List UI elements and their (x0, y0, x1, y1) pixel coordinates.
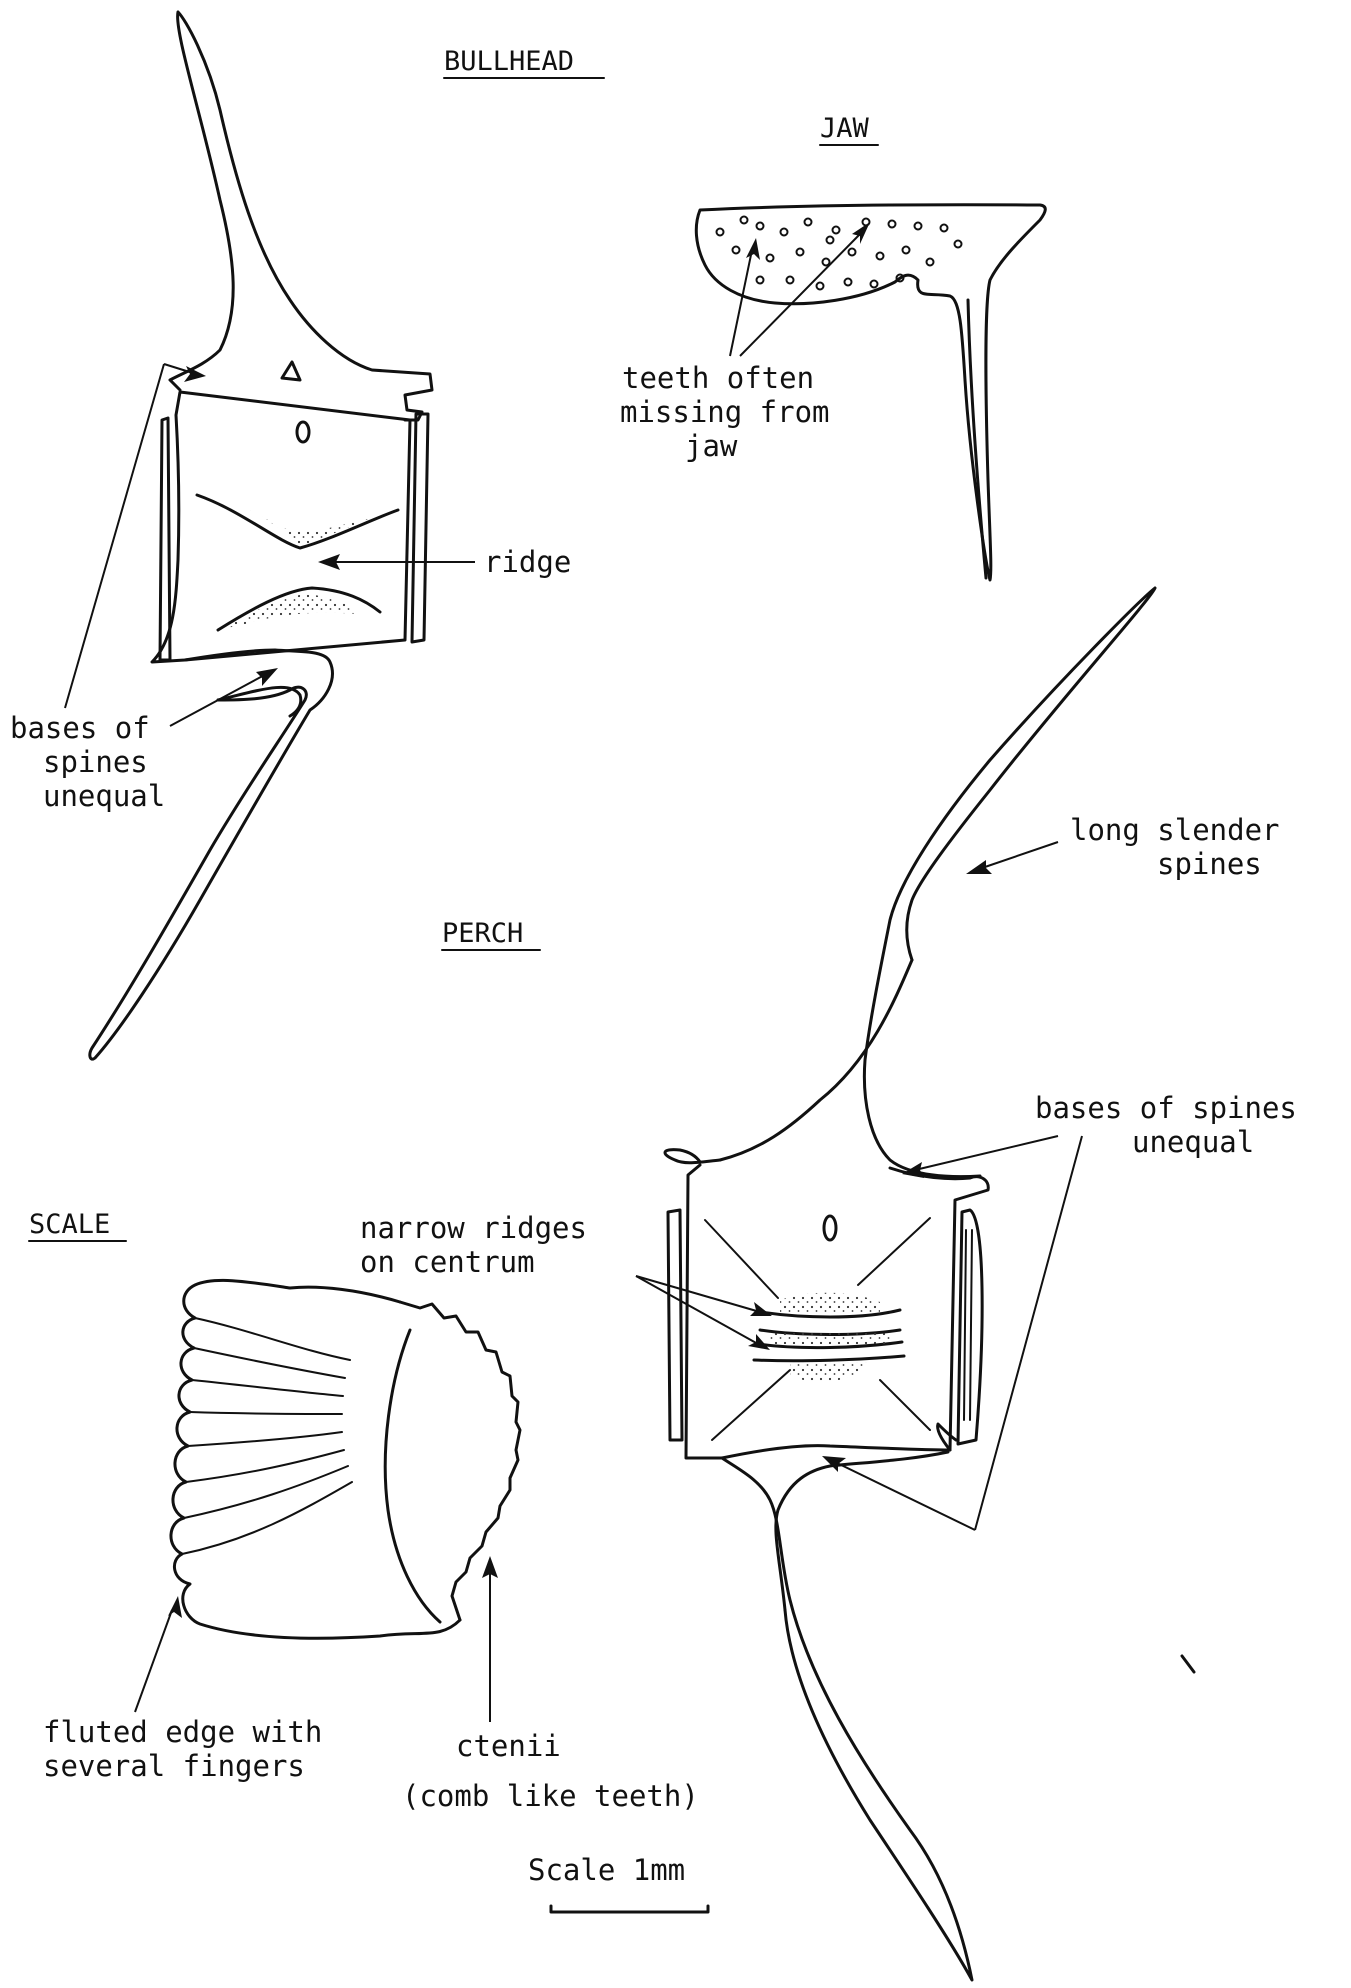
jaw-teeth-arrow-1-head (746, 238, 760, 260)
perch-foramen (824, 1216, 836, 1240)
long-spines-arrow-head (966, 860, 992, 874)
scale-drawing (171, 1280, 520, 1638)
perch-left-plate (668, 1210, 682, 1440)
perch-bases-arrow-lower-line2 (835, 1462, 975, 1530)
label-comb-teeth: (comb like teeth) (402, 1779, 699, 1813)
bullhead-stipple-lower (226, 594, 360, 628)
label-long-spines-1: long slender (1070, 813, 1280, 847)
heading-bullhead: BULLHEAD (444, 46, 574, 77)
label-jaw-teeth-3: jaw (685, 429, 738, 463)
perch-stipple-center (770, 1332, 890, 1344)
label-scale-bar: Scale 1mm (528, 1853, 685, 1887)
fluted-edge-arrow-line (135, 1610, 172, 1712)
bullhead-neural-spine (170, 12, 432, 420)
scale-ctenii-edge (400, 1302, 520, 1620)
perch-neural-stub (720, 960, 912, 1160)
perch-vertebra (665, 588, 1155, 1980)
scale-finger-lines (182, 1318, 352, 1554)
perch-bases-arrow-lower-line1 (975, 1136, 1082, 1530)
label-bullhead-bases-2: spines (43, 745, 148, 779)
bullhead-left-plate (160, 418, 170, 660)
label-bullhead-bases-3: unequal (43, 779, 165, 813)
heading-perch: PERCH (442, 918, 523, 949)
stray-mark (1182, 1656, 1194, 1672)
heading-scale: SCALE (29, 1209, 110, 1240)
label-long-spines-2: spines (1157, 847, 1262, 881)
perch-stipple-lower (790, 1362, 870, 1382)
narrow-ridges-arrow-1-head (750, 1302, 772, 1316)
jaw-teeth-arrow-1-line (730, 250, 752, 356)
bullhead-foramen (297, 422, 309, 442)
label-ridge: ridge (484, 545, 571, 579)
label-fluted-edge-2: several fingers (43, 1749, 305, 1783)
label-jaw-teeth-1: teeth often (622, 361, 814, 395)
perch-haemal-spine (722, 1458, 972, 1980)
label-perch-bases-2: unequal (1132, 1125, 1254, 1159)
bullhead-neural-canal (282, 362, 300, 380)
label-narrow-ridges-1: narrow ridges (360, 1211, 587, 1245)
narrow-ridges-arrow-1-line (636, 1276, 760, 1312)
perch-ridge-4 (754, 1356, 904, 1361)
scale-bar (551, 1906, 708, 1912)
heading-jaw: JAW (820, 113, 870, 144)
perch-neural-left (665, 1150, 720, 1163)
label-perch-bases-1: bases of spines (1035, 1091, 1297, 1125)
label-jaw-teeth-2: missing from (620, 395, 830, 429)
scale-division-line (385, 1330, 440, 1622)
jaw-teeth-arrow-2-line (740, 232, 862, 356)
bullhead-bases-arrow-upper-line (65, 364, 164, 708)
long-spines-arrow-line (982, 842, 1058, 868)
narrow-ridges-arrow-2-head (748, 1334, 770, 1350)
bullhead-right-plate (412, 414, 428, 642)
perch-bases-arrow-upper-line (915, 1136, 1058, 1170)
narrow-ridges-arrow-2-line (636, 1276, 758, 1344)
label-ctenii: ctenii (456, 1729, 561, 1763)
label-bullhead-bases-1: bases of (10, 711, 150, 745)
perch-neural-spine (864, 588, 1155, 1177)
perch-stipple-upper (780, 1293, 880, 1312)
bullhead-centrum (152, 392, 410, 662)
perch-right-plate-hatch (964, 1230, 972, 1420)
perch-centrum-x (705, 1218, 930, 1440)
perch-haemal-hook (938, 1424, 956, 1450)
label-narrow-ridges-2: on centrum (360, 1245, 535, 1279)
scale-fluted-outline (171, 1280, 460, 1638)
bullhead-vertebra (90, 12, 432, 1059)
label-fluted-edge-1: fluted edge with (43, 1715, 322, 1749)
